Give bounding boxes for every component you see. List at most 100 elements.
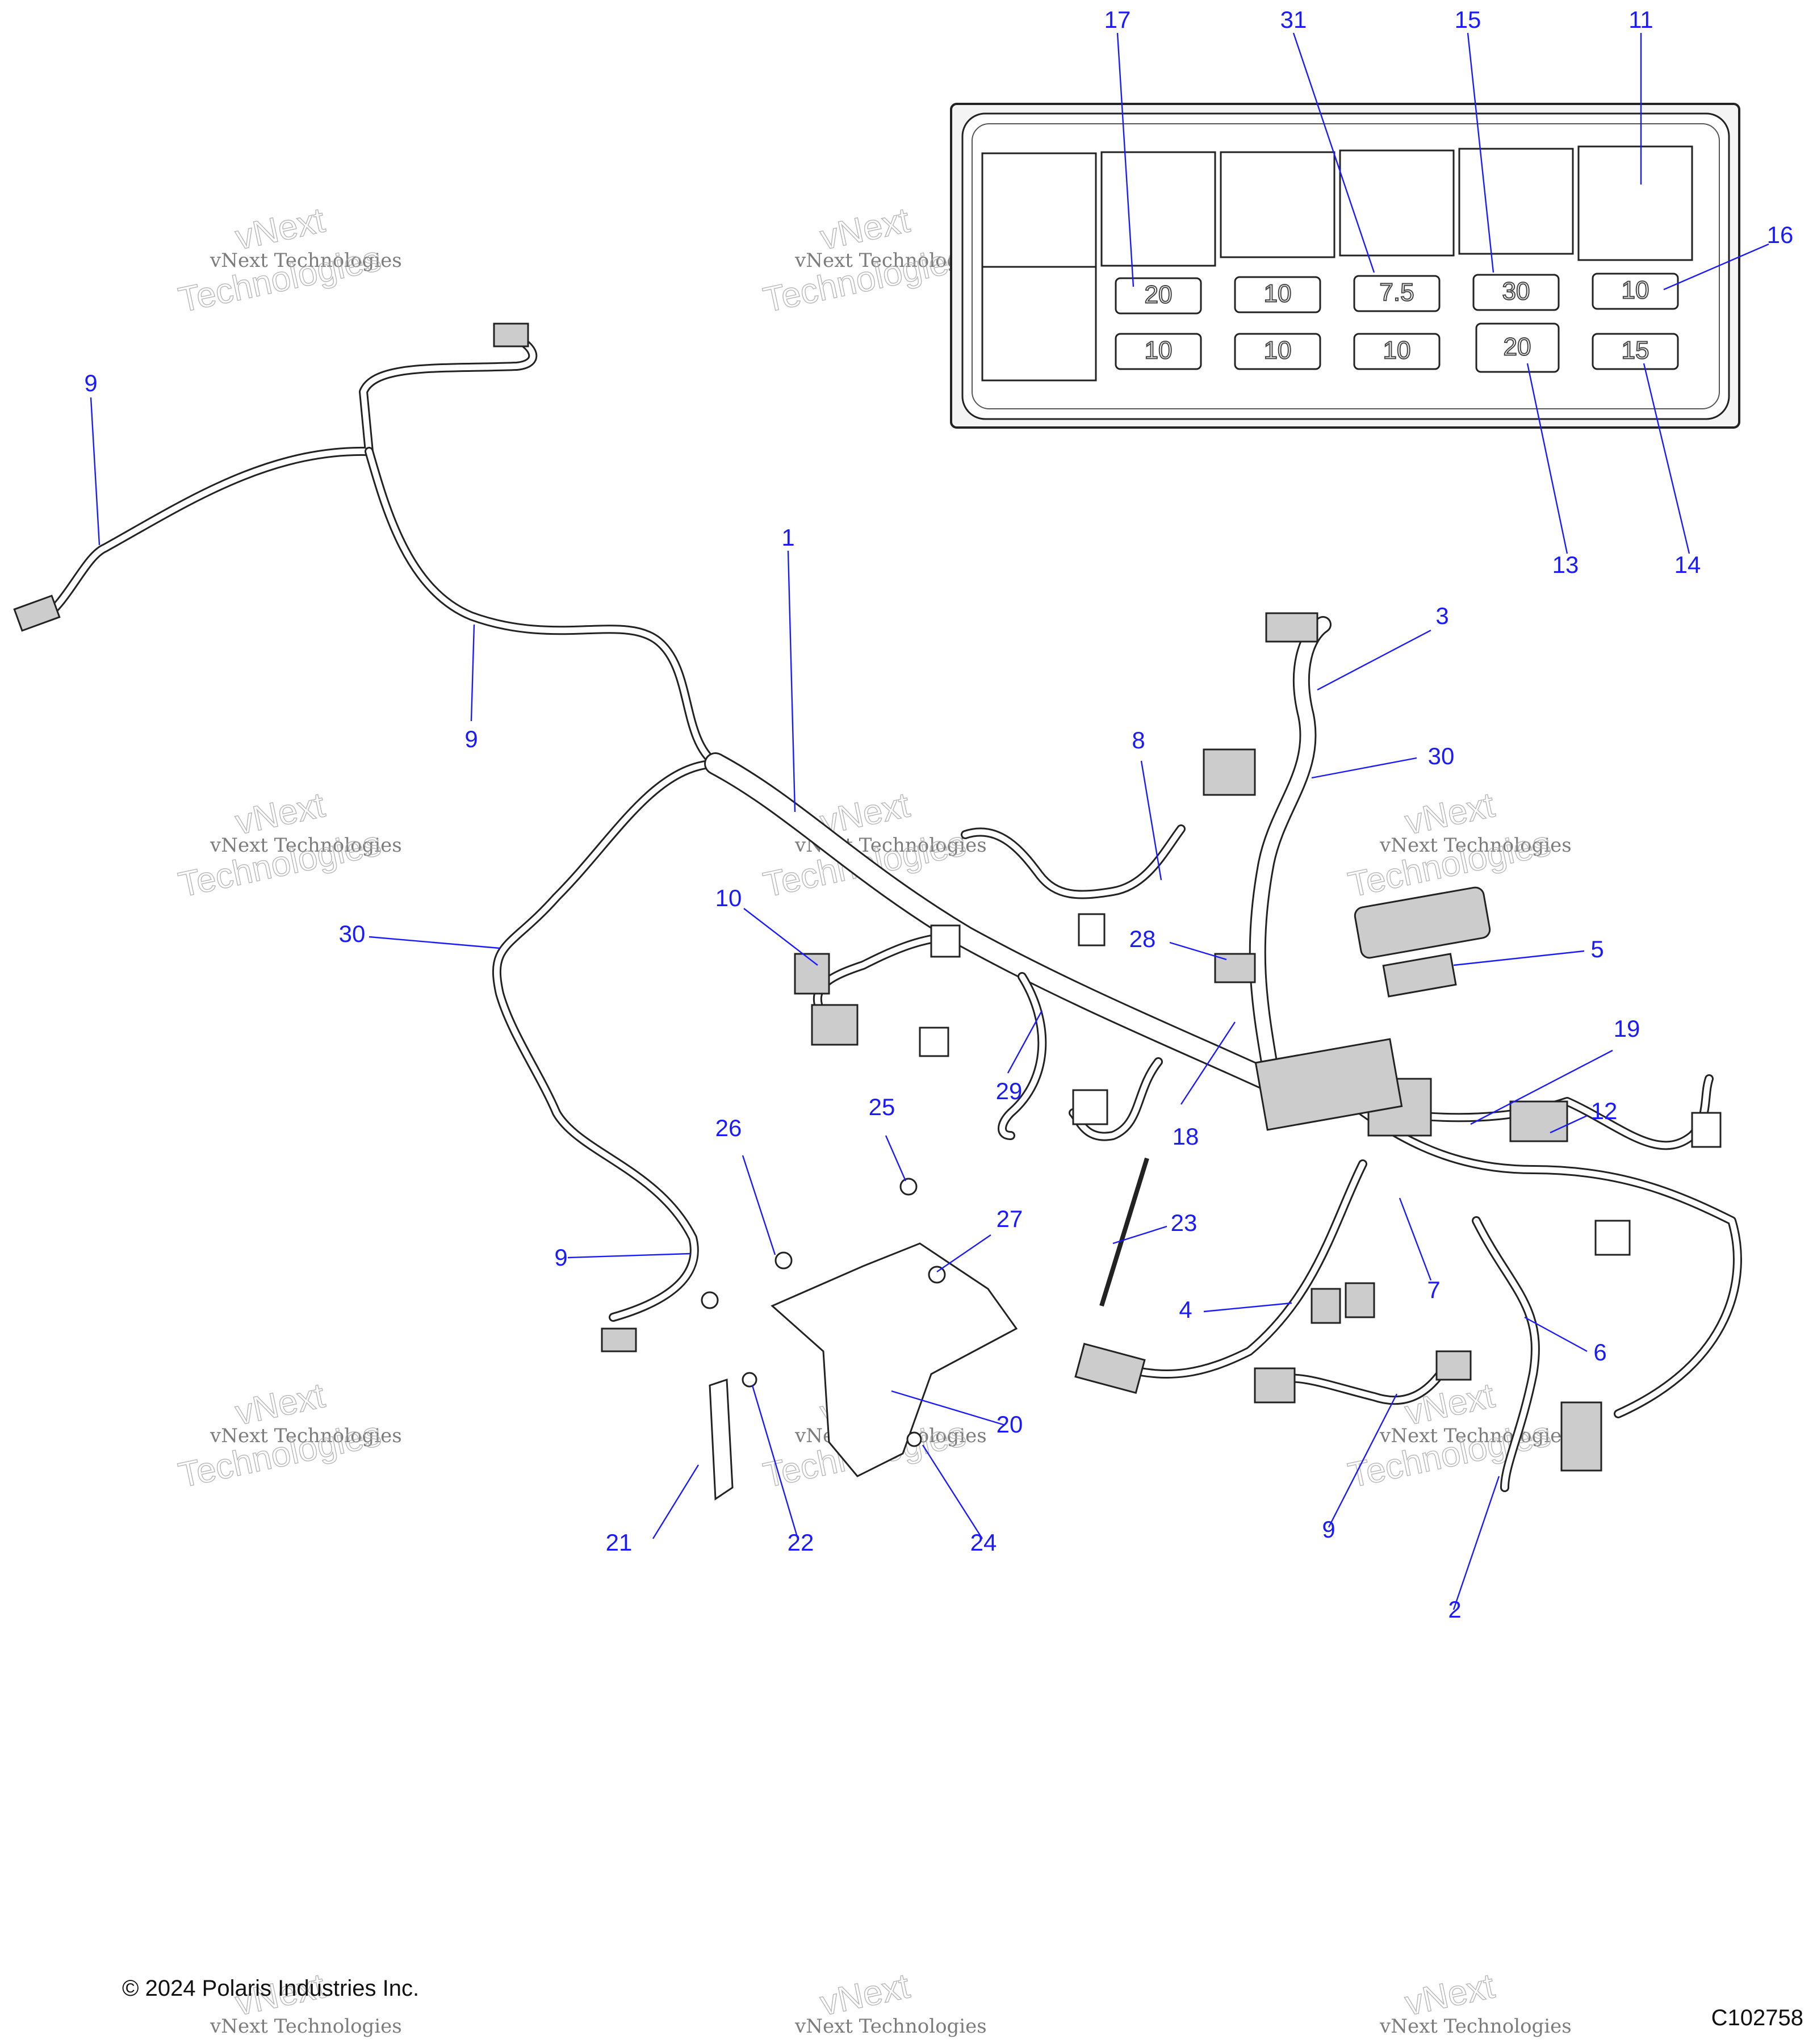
callout-30: 30 — [339, 920, 366, 947]
bolt — [899, 1178, 918, 1196]
svg-text:vNext Technologies: vNext Technologies — [210, 2015, 402, 2038]
callout-28: 28 — [1129, 925, 1156, 952]
connector — [1265, 612, 1318, 643]
callout-22: 22 — [788, 1529, 814, 1556]
watermark: vNext Technologies vNext — [1379, 1966, 1572, 2038]
watermark: vNext Technologies vNext Technologies — [175, 1376, 402, 1496]
connector — [811, 1004, 859, 1046]
fuse-rating: 20 — [1504, 333, 1531, 361]
callout-6: 6 — [1593, 1339, 1606, 1366]
callout-9: 9 — [84, 370, 97, 396]
connector — [930, 924, 961, 958]
callout-1: 1 — [781, 524, 794, 551]
fuse-relay-box: 20 10 7.5 30 10 10 10 10 20 15 — [950, 103, 1740, 429]
wiring-harness — [38, 328, 1742, 1492]
callout-26: 26 — [715, 1115, 742, 1141]
svg-text:vNext Technologies: vNext Technologies — [1379, 834, 1572, 857]
callout-9: 9 — [1322, 1516, 1335, 1543]
nut — [906, 1431, 922, 1447]
watermark: vNext Technologies vNext Technologies — [175, 200, 402, 321]
callout-12: 12 — [1591, 1098, 1618, 1124]
relay — [1458, 148, 1574, 255]
connector — [1203, 748, 1256, 796]
connector — [1254, 1367, 1296, 1404]
fuse-rating: 30 — [1502, 278, 1530, 305]
connector — [1345, 1282, 1375, 1318]
callout-27: 27 — [997, 1205, 1023, 1232]
fuse-rating: 15 — [1622, 337, 1649, 365]
watermark: vNext Technologies vNext Technologies — [1345, 785, 1572, 906]
svg-text:vNext Technologies: vNext Technologies — [210, 834, 402, 857]
svg-text:vNext Technologies: vNext Technologies — [210, 1425, 402, 1447]
clip-bracket — [709, 1378, 734, 1501]
module-cover — [1354, 886, 1491, 959]
callout-16: 16 — [1767, 221, 1794, 248]
callout-31: 31 — [1280, 6, 1307, 33]
callout-5: 5 — [1590, 936, 1604, 962]
fuse-rating: 20 — [1145, 281, 1173, 309]
bolt — [701, 1291, 719, 1309]
callout-19: 19 — [1614, 1015, 1640, 1042]
bolt — [742, 1372, 757, 1388]
nut — [928, 1266, 946, 1284]
connector — [601, 1327, 637, 1352]
connector — [1074, 1342, 1146, 1394]
fuse-row-2: 10 10 10 20 15 — [1115, 322, 1679, 373]
callout-25: 25 — [869, 1094, 895, 1120]
callout-14: 14 — [1674, 551, 1701, 578]
connector — [1594, 1220, 1631, 1256]
svg-text:vNext Technologies: vNext Technologies — [1379, 1425, 1572, 1447]
watermark: vNext Technologies vNext — [794, 1966, 987, 2038]
relay — [981, 152, 1097, 268]
callout-23: 23 — [1171, 1209, 1198, 1236]
connector — [1214, 953, 1256, 983]
callout-11: 11 — [1628, 6, 1653, 33]
mounting-bracket — [771, 1242, 1018, 1477]
fuse-rating: 10 — [1145, 337, 1173, 365]
connector — [1560, 1401, 1602, 1472]
watermark: vNext Technologies vNext Technologies — [175, 785, 402, 906]
connector — [1078, 913, 1106, 946]
callout-2: 2 — [1448, 1596, 1461, 1623]
relay — [1577, 145, 1693, 261]
callout-17: 17 — [1104, 6, 1131, 33]
callout-3: 3 — [1435, 602, 1448, 629]
connector — [493, 322, 529, 347]
relay — [981, 266, 1097, 382]
connectors — [13, 322, 1722, 1501]
connector — [1509, 1100, 1568, 1142]
connector — [794, 953, 830, 995]
connector — [13, 594, 61, 632]
callout-4: 4 — [1179, 1296, 1192, 1323]
bolt — [774, 1251, 793, 1270]
svg-text:vNext Technologies: vNext Technologies — [1379, 2015, 1572, 2038]
callout-9: 9 — [554, 1244, 567, 1271]
label-decal — [1382, 953, 1457, 998]
fuse-rating: 10 — [1622, 277, 1649, 304]
fuse-rating: 10 — [1264, 280, 1292, 308]
svg-text:vNext Technologies: vNext Technologies — [794, 2015, 987, 2038]
fuse-rating: 10 — [1264, 337, 1292, 365]
fuse-rating: 7.5 — [1379, 279, 1414, 307]
callout-29: 29 — [996, 1078, 1023, 1104]
callout-7: 7 — [1427, 1276, 1440, 1303]
callout-24: 24 — [970, 1529, 997, 1556]
figure-id: C102758 — [1711, 2005, 1803, 2030]
callout-9: 9 — [464, 726, 478, 752]
relay — [1100, 151, 1216, 267]
connector — [1072, 1089, 1108, 1125]
callout-8: 8 — [1132, 727, 1145, 753]
relay — [1220, 151, 1335, 258]
callout-20: 20 — [997, 1411, 1023, 1438]
leader-lines — [90, 32, 1769, 1610]
connector — [919, 1027, 949, 1057]
callout-10: 10 — [715, 885, 742, 911]
connector — [1311, 1288, 1341, 1324]
power-distribution-module — [1254, 1038, 1403, 1131]
callout-18: 18 — [1173, 1123, 1199, 1150]
connector — [1435, 1350, 1472, 1381]
cable-tie — [1099, 1157, 1149, 1307]
relay — [1339, 149, 1455, 257]
callout-13: 13 — [1552, 551, 1579, 578]
